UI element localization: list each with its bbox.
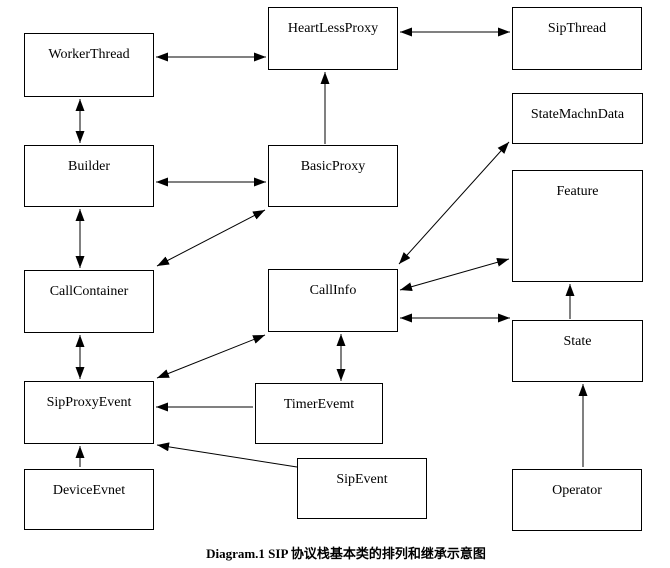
node-operator: Operator (512, 469, 642, 531)
node-builder: Builder (24, 145, 154, 207)
node-workerthread: WorkerThread (24, 33, 154, 97)
node-deviceevnet: DeviceEvnet (24, 469, 154, 530)
node-label: SipThread (547, 21, 607, 36)
node-label: TimerEvemt (283, 397, 355, 412)
node-label: Builder (68, 159, 110, 174)
node-heartlessproxy: HeartLessProxy (268, 7, 398, 70)
edge-callinfo-feature (399, 257, 510, 292)
node-feature: Feature (512, 170, 643, 282)
node-label: WorkerThread (48, 47, 130, 62)
node-basicproxy: BasicProxy (268, 145, 398, 207)
node-label: BasicProxy (300, 159, 366, 174)
node-label: State (563, 334, 592, 349)
edge-sipevent-sipproxyevent (156, 442, 298, 468)
node-label: SipProxyEvent (46, 395, 132, 410)
node-sipevent: SipEvent (297, 458, 427, 519)
node-label: CallInfo (309, 283, 357, 298)
node-label: SipEvent (336, 472, 388, 487)
node-label: StateMachnData (530, 107, 625, 122)
node-label: DeviceEvnet (52, 483, 126, 498)
edge-sipproxyevent-callinfo (156, 334, 266, 379)
node-sipthread: SipThread (512, 7, 642, 70)
node-callcontainer: CallContainer (24, 270, 154, 333)
node-callinfo: CallInfo (268, 269, 398, 332)
edge-callinfo-statemachndata (398, 141, 510, 265)
node-timerevemt: TimerEvemt (255, 383, 383, 444)
edge-callcontainer-basicproxy (156, 209, 266, 267)
diagram-caption: Diagram.1 SIP 协议栈基本类的排列和继承示意图 (206, 546, 486, 561)
node-label: CallContainer (49, 284, 129, 299)
node-statemachndata: StateMachnData (512, 93, 643, 144)
node-state: State (512, 320, 643, 382)
node-label: HeartLessProxy (287, 21, 379, 36)
node-sipproxyevent: SipProxyEvent (24, 381, 154, 444)
node-label: Feature (556, 184, 599, 199)
node-label: Operator (552, 483, 602, 498)
